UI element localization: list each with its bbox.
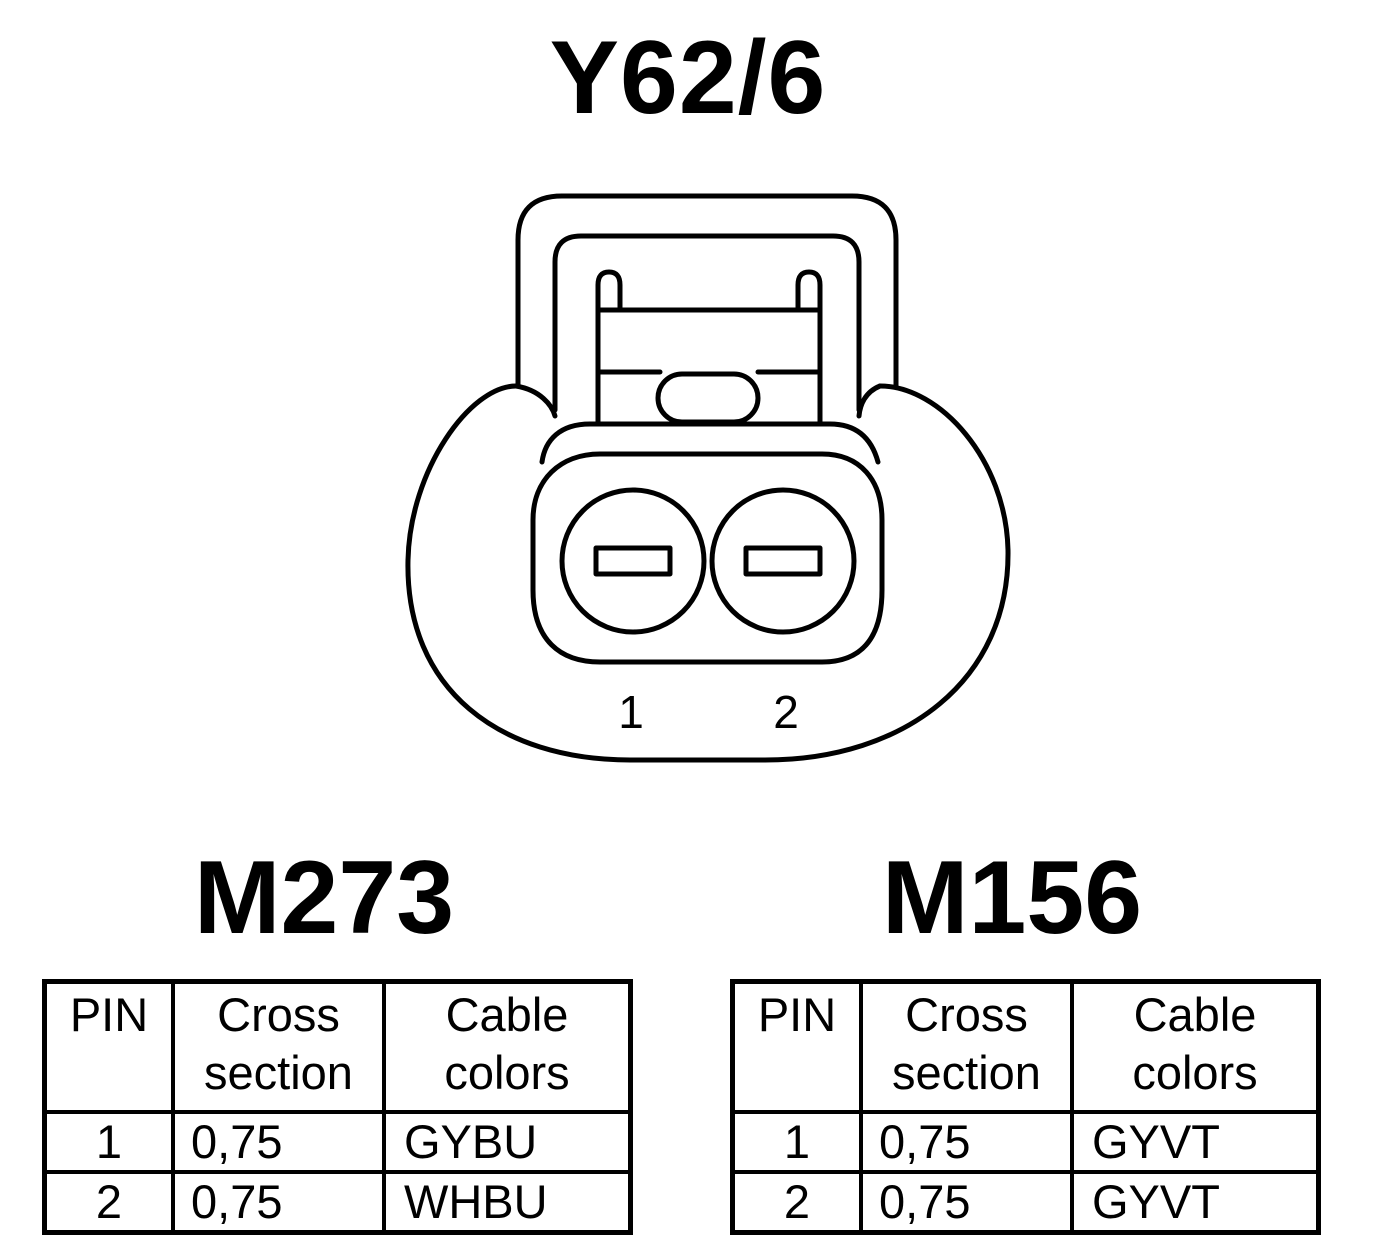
table-row: 2 0,75 GYVT (730, 1170, 1321, 1235)
cell-pin: 1 (730, 1110, 863, 1174)
variant-title-m156: M156 (881, 840, 1143, 956)
cell-cross-section: 0,75 (859, 1110, 1074, 1174)
pin-contact-1 (593, 545, 673, 577)
cell-pin: 2 (42, 1170, 175, 1235)
pin-contact-2 (743, 545, 823, 577)
pin-table-m273: PIN Cross section Cable colors 1 0,75 GY… (42, 979, 633, 1235)
variant-title-m273: M273 (193, 840, 455, 956)
cell-cable-color: GYBU (382, 1110, 633, 1174)
release-button (655, 371, 761, 425)
cell-cross-section: 0,75 (171, 1110, 386, 1174)
pin-table-m156: PIN Cross section Cable colors 1 0,75 GY… (730, 979, 1321, 1235)
pin-cavity-2 (709, 487, 857, 635)
header-pin: PIN (42, 979, 175, 1114)
table-row: 1 0,75 GYVT (730, 1110, 1321, 1174)
table-row: 1 0,75 GYBU (42, 1110, 633, 1174)
connector-housing-outline (405, 383, 1011, 763)
header-pin: PIN (730, 979, 863, 1114)
pin-label-1: 1 (618, 686, 644, 738)
cell-cross-section: 0,75 (171, 1170, 386, 1235)
latch-post-left (595, 269, 623, 425)
table-header-row: PIN Cross section Cable colors (730, 979, 1321, 1114)
latch-outer-frame (515, 193, 899, 389)
latch-inner-frame (552, 233, 862, 413)
cell-pin: 1 (42, 1110, 175, 1174)
table-header-row: PIN Cross section Cable colors (42, 979, 633, 1114)
cell-cable-color: GYVT (1070, 1110, 1321, 1174)
table-row: 2 0,75 WHBU (42, 1170, 633, 1235)
connector-drawing: 1 2 (405, 193, 1011, 763)
header-cross-section: Cross section (859, 979, 1074, 1114)
header-cable-colors: Cable colors (1070, 979, 1321, 1114)
cell-pin: 2 (730, 1170, 863, 1235)
connector-title: Y62/6 (549, 20, 827, 136)
header-cable-colors: Cable colors (382, 979, 633, 1114)
pin-receptacle (530, 451, 885, 665)
pin-label-2: 2 (773, 686, 799, 738)
cell-cable-color: WHBU (382, 1170, 633, 1235)
header-cross-section: Cross section (171, 979, 386, 1114)
pin-cavity-1 (559, 487, 707, 635)
cell-cross-section: 0,75 (859, 1170, 1074, 1235)
cell-cable-color: GYVT (1070, 1170, 1321, 1235)
latch-post-right (795, 269, 823, 425)
